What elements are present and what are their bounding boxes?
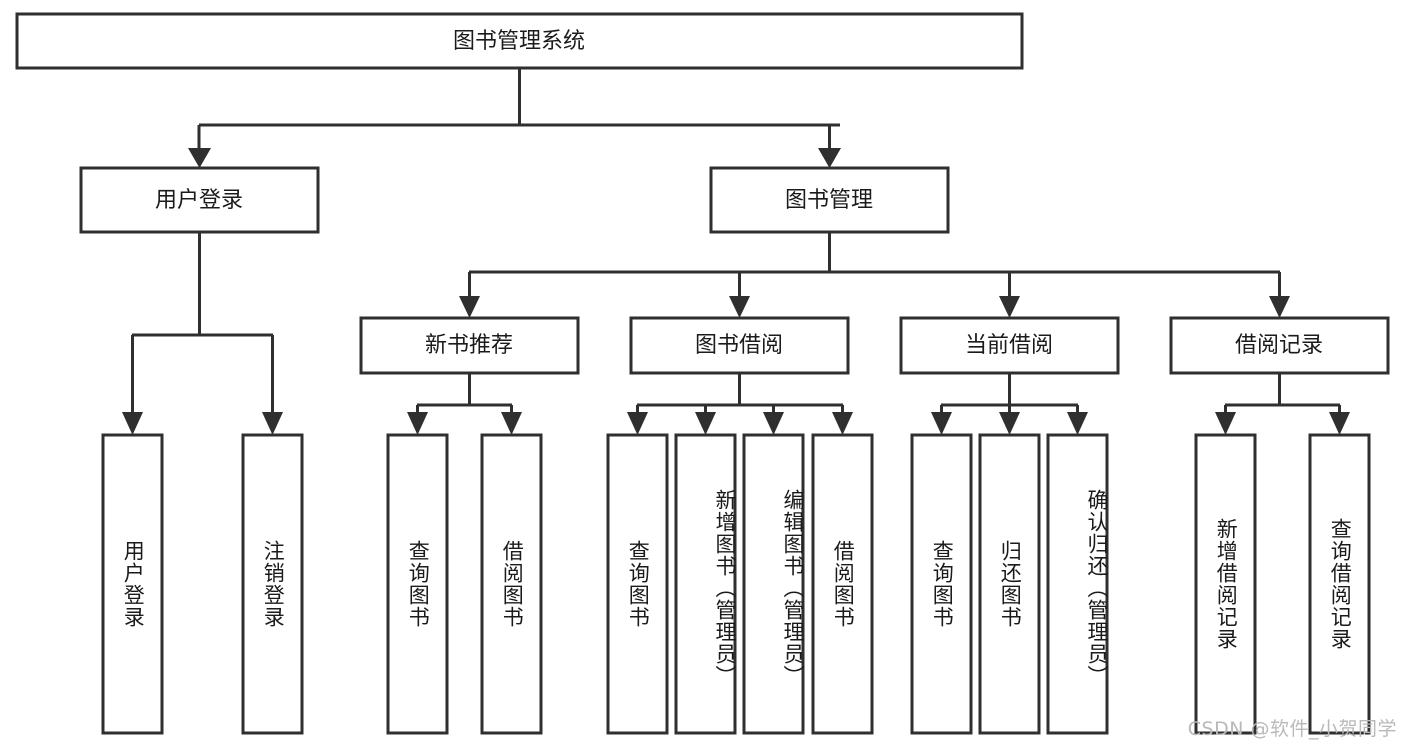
leaf-boxes-user-login	[101, 433, 304, 735]
leaf-box-bb-add-book[interactable]	[674, 433, 737, 735]
arrowhead-cb-leaf-2	[999, 412, 1020, 435]
leaf-box-logout[interactable]	[241, 433, 304, 735]
leaf-box-nb-query-book[interactable]	[386, 433, 449, 735]
leaf-box-nb-borrow-book[interactable]	[480, 433, 543, 735]
arrowhead-bb-leaf-4	[832, 412, 853, 435]
arrowhead-to-borrow-record	[1269, 296, 1290, 318]
arrowhead-to-new-book	[459, 296, 480, 318]
arrowhead-to-book-manage	[818, 148, 841, 168]
leaf-box-bb-edit-book[interactable]	[742, 433, 805, 735]
leaf-boxes-new-book-recommend	[386, 433, 543, 735]
node-current-borrow[interactable]: 当前借阅	[899, 316, 1120, 375]
leaf-box-br-query-record[interactable]	[1308, 433, 1371, 735]
connector-group-newbook-to-leaves	[407, 373, 522, 435]
arrowhead-bb-leaf-2	[695, 412, 716, 435]
node-book-manage-box[interactable]	[709, 166, 950, 234]
node-root[interactable]: 图书管理系统	[15, 12, 1024, 70]
node-current-borrow-label: 当前借阅	[965, 333, 1053, 358]
arrowhead-to-current-borrow	[999, 296, 1020, 318]
leaf-boxes-current-borrow	[910, 433, 1109, 735]
node-user-login-label: 用户登录	[155, 188, 243, 213]
node-new-book-recommend-label: 新书推荐	[425, 333, 513, 358]
arrowhead-nb-leaf-2	[501, 412, 522, 435]
arrowhead-bb-leaf-3	[763, 412, 784, 435]
node-book-borrow[interactable]: 图书借阅	[629, 316, 850, 375]
connector-group-bookmanage-to-level3	[459, 232, 1290, 318]
arrowhead-cb-leaf-3	[1067, 412, 1088, 435]
leaf-boxes-book-borrow	[606, 433, 874, 735]
node-current-borrow-box[interactable]	[899, 316, 1120, 375]
node-new-book-recommend[interactable]: 新书推荐	[359, 316, 580, 375]
node-borrow-record[interactable]: 借阅记录	[1169, 316, 1390, 375]
arrowhead-to-book-borrow	[729, 296, 750, 318]
leaf-box-bb-borrow-book[interactable]	[811, 433, 874, 735]
arrowhead-br-leaf-1	[1215, 412, 1236, 435]
arrowhead-leaf-logout	[262, 412, 283, 435]
node-root-box[interactable]	[15, 12, 1024, 70]
arrowhead-leaf-user-login	[122, 412, 143, 435]
connector-group-currentborrow-to-leaves	[931, 373, 1088, 435]
node-book-manage[interactable]: 图书管理	[709, 166, 950, 234]
node-borrow-record-box[interactable]	[1169, 316, 1390, 375]
connector-group-bookborrow-to-leaves	[627, 373, 853, 435]
connector-group-root-to-level2	[188, 68, 841, 168]
leaf-box-bb-query-book[interactable]	[606, 433, 669, 735]
leaf-box-cb-return-book[interactable]	[978, 433, 1041, 735]
node-user-login-box[interactable]	[79, 166, 320, 234]
node-root-label: 图书管理系统	[453, 29, 585, 54]
leaf-boxes-borrow-record	[1194, 433, 1371, 735]
arrowhead-cb-leaf-1	[931, 412, 952, 435]
node-user-login[interactable]: 用户登录	[79, 166, 320, 234]
arrowhead-bb-leaf-1	[627, 412, 648, 435]
node-book-manage-label: 图书管理	[785, 188, 873, 213]
node-new-book-recommend-box[interactable]	[359, 316, 580, 375]
leaf-box-br-add-record[interactable]	[1194, 433, 1257, 735]
leaf-box-cb-query-book[interactable]	[910, 433, 973, 735]
arrowhead-to-user-login	[188, 148, 211, 168]
node-book-borrow-box[interactable]	[629, 316, 850, 375]
node-borrow-record-label: 借阅记录	[1235, 333, 1323, 358]
leaf-box-user-login[interactable]	[101, 433, 164, 735]
arrowhead-nb-leaf-1	[407, 412, 428, 435]
node-book-borrow-label: 图书借阅	[695, 333, 783, 358]
connector-group-borrowrecord-to-leaves	[1215, 373, 1350, 435]
csdn-watermark: CSDN @软件_小贺同学	[1187, 718, 1397, 740]
arrowhead-br-leaf-2	[1329, 412, 1350, 435]
leaf-box-cb-confirm-return[interactable]	[1046, 433, 1109, 735]
connector-group-userlogin-to-leaves	[122, 232, 283, 435]
